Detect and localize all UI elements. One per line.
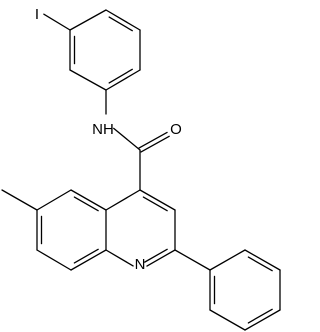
ring-bond-28 (70, 249, 107, 271)
single-bond-7 (69, 69, 107, 91)
iodine-atom-label: I (35, 6, 39, 23)
double-bond-inner-18 (144, 248, 168, 263)
single-bond-19 (105, 249, 134, 267)
carbonyl-oxygen-label: O (170, 121, 182, 138)
single-bond-32 (209, 249, 246, 271)
ring-bond-33 (244, 249, 281, 271)
quinoline-nitrogen-label: N (135, 256, 146, 273)
amide-nh-label: NH (92, 121, 114, 138)
double-bond-b-12 (138, 131, 168, 149)
molecule-structure: I NH O N (1, 6, 281, 331)
single-bond-31 (174, 249, 211, 271)
single-bond-30 (1, 189, 38, 211)
single-bond-1 (69, 9, 107, 31)
double-bond-a-12 (140, 135, 170, 153)
single-bond-24 (36, 189, 72, 211)
double-bond-inner-34 (247, 256, 273, 272)
ring-bond-22 (70, 189, 107, 211)
double-bond-inner-37 (247, 308, 273, 324)
double-bond-inner-23 (73, 196, 99, 212)
single-bond-27 (36, 249, 72, 271)
ring-bond-2 (105, 9, 141, 31)
ring-bond-36 (244, 309, 281, 331)
ring-bond-5 (105, 69, 141, 91)
double-bond-inner-3 (108, 16, 133, 32)
single-bond-38 (209, 309, 246, 331)
single-bond-0 (43, 13, 71, 31)
double-bond-inner-6 (108, 68, 133, 84)
ring-bond-17 (146, 249, 176, 267)
ring-bond-14 (139, 189, 176, 211)
single-bond-21 (105, 189, 141, 211)
single-bond-11 (113, 127, 141, 151)
double-bond-inner-15 (142, 196, 168, 212)
bond-layer (1, 9, 281, 331)
double-bond-inner-29 (73, 248, 99, 264)
